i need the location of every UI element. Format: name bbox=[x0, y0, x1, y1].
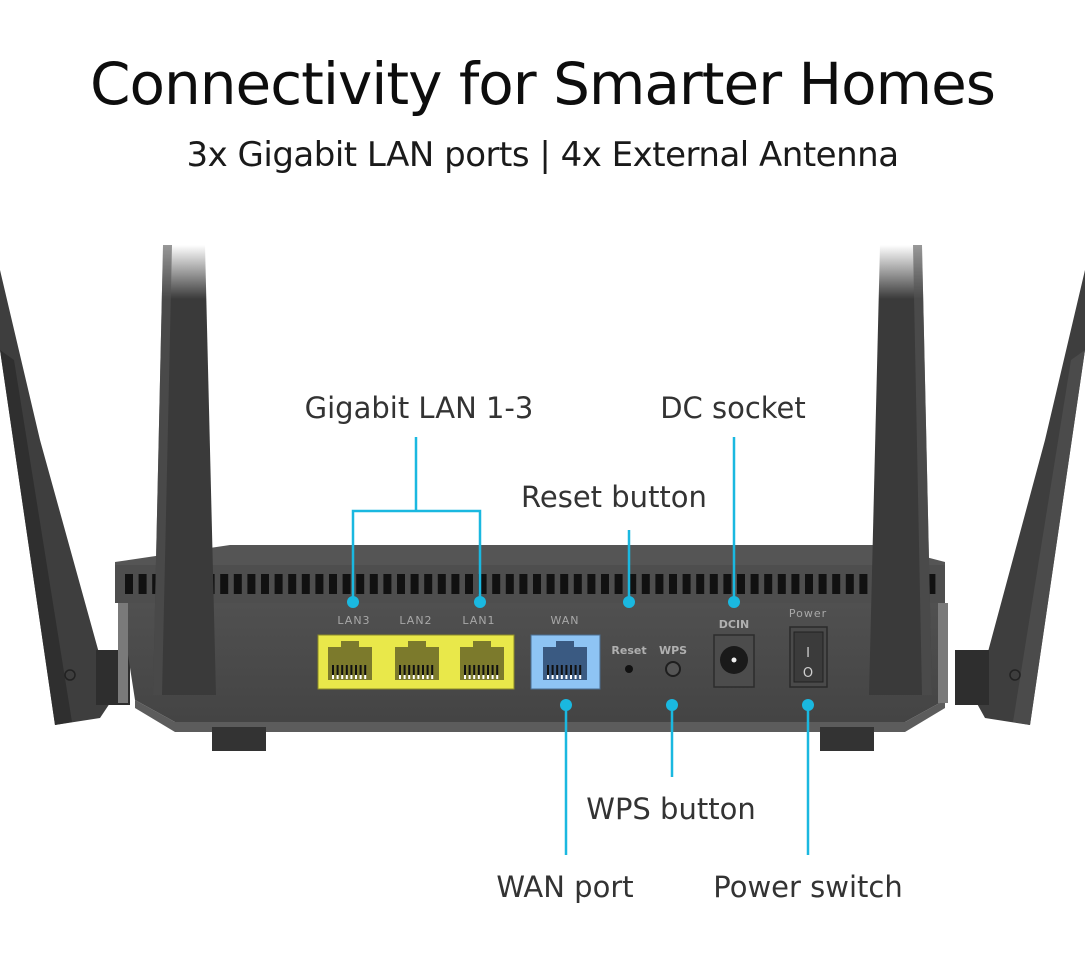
wps-button[interactable] bbox=[665, 661, 681, 677]
callout-gigabit-lan: Gigabit LAN 1-3 bbox=[305, 391, 534, 425]
vent-slot bbox=[383, 574, 392, 594]
vent-slot bbox=[791, 574, 800, 594]
antenna-outer-left bbox=[0, 270, 130, 725]
lan2-label: LAN2 bbox=[399, 614, 432, 627]
vent-slot bbox=[764, 574, 773, 594]
callout-power-switch: Power switch bbox=[713, 870, 902, 904]
vent-slot bbox=[560, 574, 569, 594]
callout-wps-button: WPS button bbox=[586, 792, 755, 826]
vent-slot bbox=[859, 574, 868, 594]
vent-slot bbox=[315, 574, 324, 594]
vent-slot bbox=[669, 574, 677, 594]
callout-reset-button: Reset button bbox=[521, 480, 707, 514]
vent-slot bbox=[220, 574, 229, 594]
callout-dots bbox=[347, 596, 814, 711]
vent-slot bbox=[818, 574, 827, 594]
vent-slot bbox=[342, 574, 351, 594]
vent-slot bbox=[451, 574, 460, 594]
vent-slot bbox=[410, 574, 419, 594]
vent-slot bbox=[301, 574, 310, 594]
vent-slot bbox=[369, 574, 378, 594]
vent-slot bbox=[777, 574, 786, 594]
vent-slot bbox=[329, 574, 337, 594]
antenna-outer-right bbox=[955, 270, 1085, 725]
lan3-label: LAN3 bbox=[337, 614, 370, 627]
power-label: Power bbox=[789, 607, 827, 620]
vent-slot bbox=[587, 574, 596, 594]
antenna-inner-left bbox=[153, 245, 216, 695]
vent-slot bbox=[288, 574, 297, 594]
vent-slot bbox=[573, 574, 582, 594]
sub-headline: 3x Gigabit LAN ports | 4x External Anten… bbox=[186, 135, 899, 175]
vent-slot bbox=[424, 574, 433, 594]
dcin-label: DCIN bbox=[719, 618, 750, 631]
reset-label: Reset bbox=[611, 644, 646, 657]
vent-slot bbox=[805, 574, 813, 594]
rj45-jack[interactable] bbox=[538, 641, 592, 683]
dc-socket bbox=[713, 634, 755, 688]
wps-label: WPS bbox=[659, 644, 687, 657]
rj45-jack[interactable] bbox=[455, 641, 509, 683]
callout-lines bbox=[351, 437, 810, 855]
vent-slot bbox=[356, 574, 365, 594]
vent-slot bbox=[682, 574, 691, 594]
vent-slot bbox=[750, 574, 759, 594]
vent-slot bbox=[261, 574, 269, 594]
vent-slot bbox=[614, 574, 623, 594]
callout-wan-port: WAN port bbox=[496, 870, 633, 904]
lan-ports bbox=[317, 634, 515, 690]
callout-dc-socket: DC socket bbox=[660, 391, 806, 425]
vent-slot bbox=[628, 574, 637, 594]
vent-slot bbox=[274, 574, 283, 594]
lan1-label: LAN1 bbox=[462, 614, 495, 627]
vent-slot bbox=[465, 574, 473, 594]
vent-slot bbox=[927, 574, 936, 594]
reset-pinhole[interactable] bbox=[625, 665, 633, 673]
vent-slot bbox=[832, 574, 841, 594]
rj45-jack[interactable] bbox=[323, 641, 377, 683]
vent-slot bbox=[247, 574, 256, 594]
power-off-mark: O bbox=[803, 666, 813, 681]
vent-slot bbox=[845, 574, 854, 594]
vent-slot bbox=[519, 574, 528, 594]
vent-slot bbox=[492, 574, 501, 594]
vent-slot bbox=[641, 574, 650, 594]
rj45-jack[interactable] bbox=[390, 641, 444, 683]
power-on-mark: I bbox=[806, 646, 810, 661]
vent-slot bbox=[505, 574, 514, 594]
vent-slot bbox=[233, 574, 242, 594]
vent-slot bbox=[601, 574, 609, 594]
vent-slot bbox=[655, 574, 664, 594]
vent-slot bbox=[533, 574, 541, 594]
headline: Connectivity for Smarter Homes bbox=[90, 50, 996, 118]
vent-slot bbox=[737, 574, 745, 594]
vent-slot bbox=[696, 574, 705, 594]
vent-slot bbox=[546, 574, 555, 594]
power-switch[interactable]: I O bbox=[789, 626, 828, 688]
wan-port bbox=[530, 634, 601, 690]
wan-label: WAN bbox=[550, 614, 579, 627]
antenna-inner-right bbox=[869, 245, 932, 695]
vent-slot bbox=[478, 574, 487, 594]
vent-slot bbox=[723, 574, 732, 594]
vent-slot bbox=[125, 574, 133, 594]
vent-slot bbox=[138, 574, 147, 594]
vent-slot bbox=[397, 574, 405, 594]
vent-slot bbox=[709, 574, 718, 594]
vent-slot bbox=[437, 574, 446, 594]
